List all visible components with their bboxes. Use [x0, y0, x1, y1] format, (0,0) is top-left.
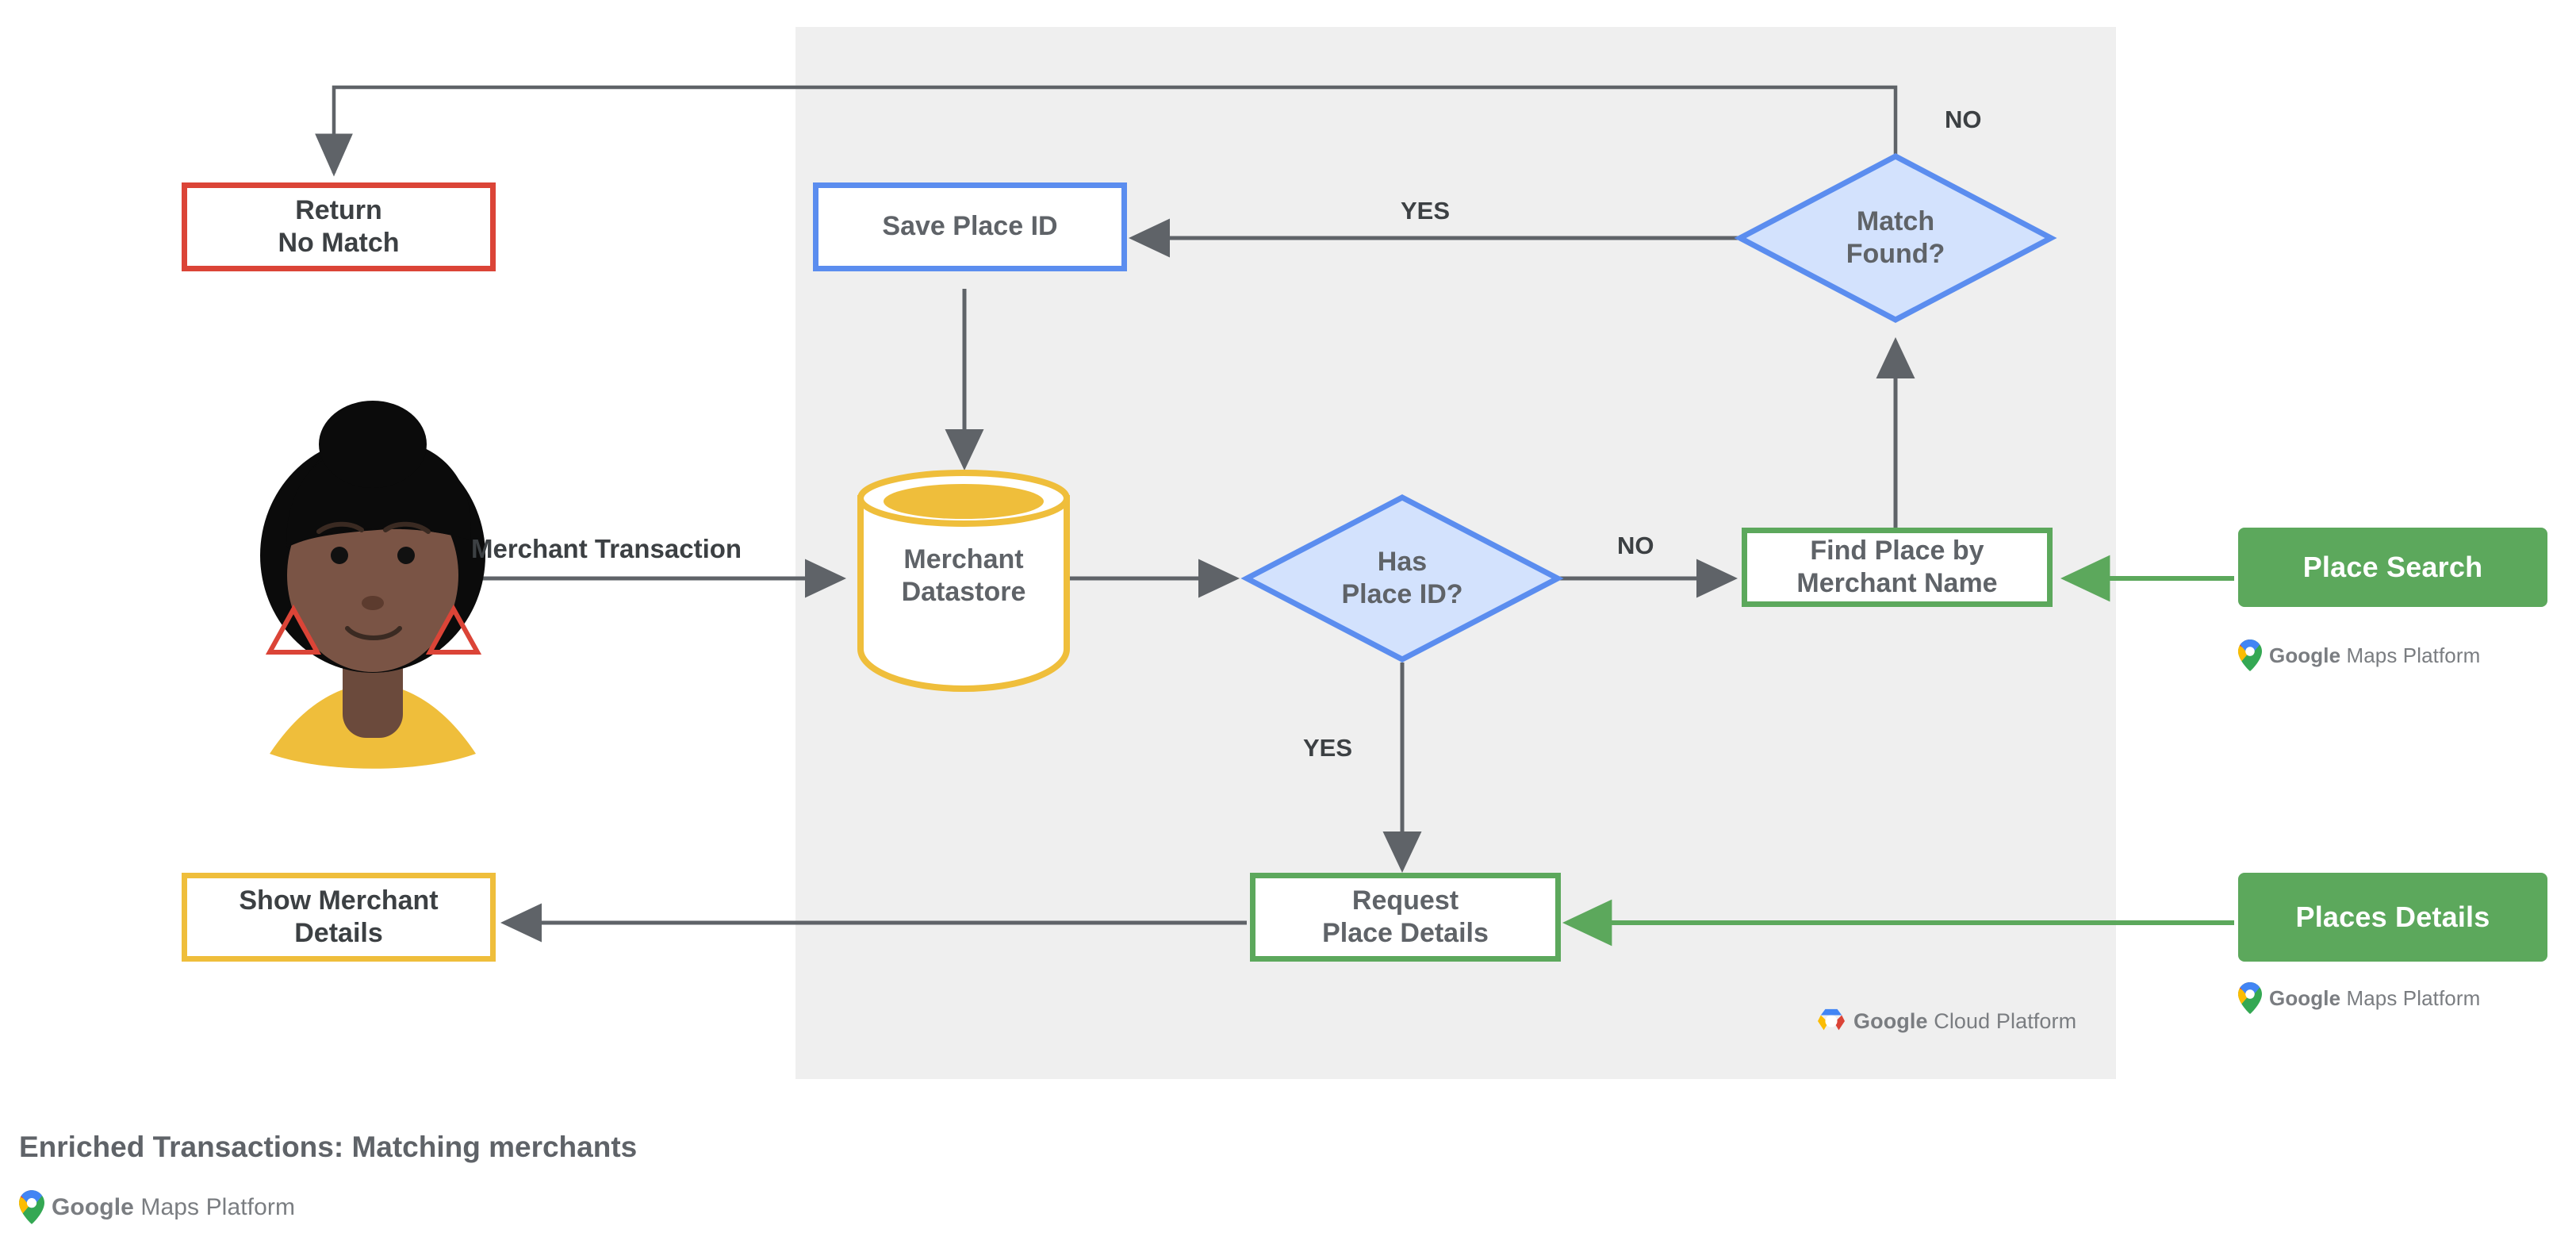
merchant-datastore-label-line2: Datastore	[901, 577, 1026, 607]
diagram-caption: Enriched Transactions: Matching merchant…	[19, 1131, 638, 1163]
request-place-details-label-line1: Request	[1351, 885, 1459, 916]
node-return-no-match[interactable]: Return No Match	[182, 182, 496, 271]
google-cloud-hexagon-icon	[1818, 1008, 1845, 1031]
has-place-id-label-line1: Has	[1377, 546, 1428, 577]
edge-label-merchant-transaction: Merchant Transaction	[471, 534, 742, 563]
footer-maps-platform-logo: Google Maps Platform	[19, 1190, 295, 1224]
edge-label-yes-match-found: YES	[1401, 197, 1451, 225]
edge-label-no-match-found: NO	[1945, 106, 1982, 133]
node-find-place-by-merchant-name[interactable]: Find Place by Merchant Name	[1742, 528, 2053, 607]
edge-label-no-has-place-id: NO	[1617, 532, 1654, 559]
node-request-place-details[interactable]: Request Place Details	[1250, 873, 1561, 962]
find-place-label-line2: Merchant Name	[1796, 568, 1998, 598]
has-place-id-label-line2: Place ID?	[1341, 579, 1463, 609]
places-details-maps-platform-logo: Google Maps Platform	[2238, 982, 2480, 1014]
save-place-id-label: Save Place ID	[882, 211, 1058, 242]
merchant-person-avatar	[260, 401, 485, 769]
request-place-details-label-line2: Place Details	[1322, 918, 1489, 948]
merchant-datastore-cylinder-shape	[857, 470, 1070, 692]
return-no-match-label-line2: No Match	[278, 228, 400, 258]
has-place-id-diamond-shape	[1240, 494, 1564, 662]
node-merchant-datastore-label[interactable]: Merchant Datastore	[837, 532, 1091, 620]
show-merchant-details-label-line2: Details	[294, 918, 383, 948]
match-found-diamond-shape	[1734, 153, 2057, 323]
api-card-places-details[interactable]: Places Details	[2238, 873, 2547, 962]
node-show-merchant-details[interactable]: Show Merchant Details	[182, 873, 496, 962]
find-place-label-line1: Find Place by	[1810, 535, 1984, 566]
place-search-maps-platform-logo: Google Maps Platform	[2238, 639, 2480, 671]
match-found-label-line1: Match	[1856, 205, 1935, 236]
match-found-label-line2: Found?	[1846, 239, 1945, 269]
return-no-match-label-line1: Return	[295, 194, 382, 225]
place-search-label: Place Search	[2302, 551, 2483, 583]
places-details-label: Places Details	[2295, 901, 2490, 933]
google-maps-pin-icon	[2238, 639, 2262, 671]
merchant-datastore-label-line1: Merchant	[903, 543, 1024, 574]
cloud-platform-logo-text: Google Cloud Platform	[1853, 1008, 2077, 1033]
node-save-place-id[interactable]: Save Place ID	[813, 182, 1127, 271]
edge-no-match-to-return	[315, 85, 1898, 177]
maps-platform-logo-text: Google Maps Platform	[2269, 643, 2481, 667]
api-card-place-search[interactable]: Place Search	[2238, 528, 2547, 607]
maps-platform-logo-text: Google Maps Platform	[52, 1193, 296, 1220]
google-maps-pin-icon	[19, 1190, 44, 1224]
node-match-found-label[interactable]: Match Found?	[1769, 194, 2022, 282]
google-cloud-platform-logo: Google Cloud Platform	[1816, 1008, 2076, 1035]
edge-label-yes-has-place-id: YES	[1303, 734, 1353, 762]
google-maps-pin-icon	[2238, 982, 2262, 1014]
maps-platform-logo-text: Google Maps Platform	[2269, 985, 2481, 1010]
show-merchant-details-label-line1: Show Merchant	[239, 885, 439, 916]
node-has-place-id-label[interactable]: Has Place ID?	[1275, 534, 1529, 623]
